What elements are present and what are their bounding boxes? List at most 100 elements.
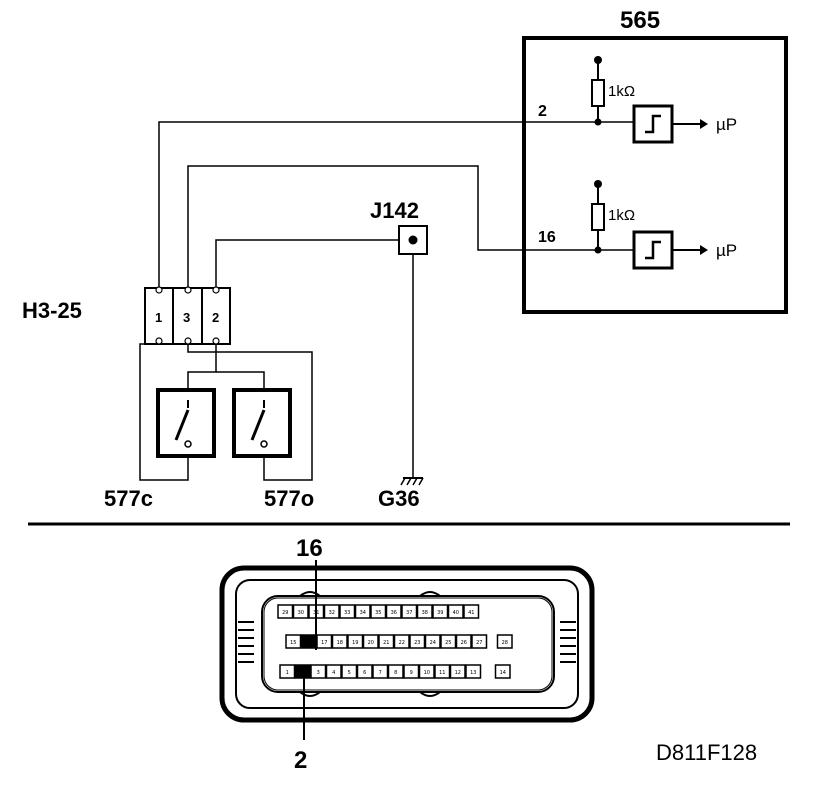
ground-g36: G36 [378,477,424,511]
connector-pin-cell [370,604,387,619]
resistor-bottom [591,203,605,231]
switch-577c: 577c [104,388,216,511]
connector-pin-cell [378,634,395,649]
resistor-bottom-label: 1kΩ [608,207,635,224]
wire-pin2-j142 [215,239,406,288]
connector-pin-number: 30 [298,610,304,616]
connector-pin-number: 5 [348,670,351,676]
connector-pin-number: 36 [391,610,397,616]
connector-pin-cell [432,604,449,619]
connector-pin-cell [356,664,373,679]
connector-pin-number: 40 [453,610,459,616]
switch-577c-label: 577c [104,486,153,511]
connector-pin-cell [418,664,435,679]
connector-pin-number: 8 [394,670,397,676]
connector-pin-number: 15 [290,640,296,646]
ecu-pin-16-label: 16 [538,229,556,246]
ecu-label: 565 [620,7,660,34]
junction-j142: J142 [370,198,428,255]
connector-pin-cell [294,664,311,679]
connector-pin-number: 24 [430,640,436,646]
connector-pin-cell [424,634,441,649]
pin-rows: 2930313233343536373839404115161718192021… [277,604,513,679]
connector-pin-number: 6 [363,670,366,676]
callout-16-label: 16 [296,535,323,562]
connector-pin-cell [409,634,426,649]
connector-pin-cell [403,664,420,679]
connector-pin-cell [292,604,309,619]
connector-pin-cell [362,634,379,649]
connector-pin-number: 19 [352,640,358,646]
connector-pin-cell [471,634,488,649]
ecu-input-circuit-bottom: 1kΩ µP 16 [538,180,737,270]
connector-pin-cell [310,664,327,679]
connector-pin-cell [277,604,294,619]
connector-pin-cell [434,664,451,679]
ground-label: G36 [378,486,420,511]
connector-pin-number: 32 [329,610,335,616]
connector-pin-number: 3 [317,670,320,676]
wire-pin3-ecu16 [187,165,634,288]
ecu-box [522,36,788,314]
output-label-top: µP [716,115,737,134]
connector-pin-cell [416,604,433,619]
connector-pin-2: 2 [212,310,219,325]
connector-pin-number: 16 [306,640,312,646]
connector-pin-cell [354,604,371,619]
wires [139,121,634,481]
connector-pin-cell [387,664,404,679]
callout-2-label: 2 [294,747,307,774]
connector-pin-3: 3 [183,310,190,325]
connector-pin-cell [449,664,466,679]
connector-pin-cell [496,634,513,649]
output-label-bottom: µP [716,241,737,260]
ecu-connector-face: 2930313233343536373839404115161718192021… [219,565,595,723]
ecu-input-circuit-top: 1kΩ µP 2 [538,56,737,144]
connector-pin-number: 37 [406,610,412,616]
connector-pin-cell [401,604,418,619]
connector-pin-number: 9 [410,670,413,676]
connector-pin-cell [285,634,302,649]
connector-pin-cell [323,604,340,619]
connector-pin-number: 23 [414,640,420,646]
connector-pin-cell [494,664,511,679]
connector-pin-number: 13 [470,670,476,676]
connector-pin-1: 1 [155,310,162,325]
connector-pin-number: 17 [321,640,327,646]
connector-pin-number: 27 [476,640,482,646]
switch-577o: 577o [232,388,314,511]
connector-pin-number: 21 [383,640,389,646]
connector-pin-number: 4 [332,670,335,676]
connector-pin-number: 20 [368,640,374,646]
connector-label: H3-25 [22,298,82,323]
wire-pin1-ecu2 [158,121,634,288]
connector-pin-number: 1 [286,670,289,676]
connector-pin-cell [331,634,348,649]
connector-pin-number: 10 [424,670,430,676]
connector-pin-number: 22 [399,640,405,646]
connector-pin-cell [372,664,389,679]
figure-code: D811F128 [656,740,757,765]
connector-pin-number: 14 [500,670,506,676]
connector-h3-25: 1 3 2 H3-25 [22,286,231,345]
connector-pin-cell [341,664,358,679]
connector-pin-number: 12 [455,670,461,676]
connector-pin-cell [455,634,472,649]
connector-pin-cell [465,664,482,679]
resistor-top-label: 1kΩ [608,83,635,100]
connector-pin-cell [463,604,480,619]
junction-label: J142 [370,198,419,223]
switch-577o-label: 577o [264,486,314,511]
connector-pin-number: 29 [282,610,288,616]
connector-pin-number: 39 [437,610,443,616]
connector-pin-cell [325,664,342,679]
connector-pin-cell [440,634,457,649]
connector-pin-number: 41 [468,610,474,616]
connector-pin-number: 34 [360,610,366,616]
resistor-top [591,79,605,107]
connector-pin-number: 33 [344,610,350,616]
connector-pin-number: 28 [502,640,508,646]
connector-pin-number: 2 [301,670,304,676]
wire-577o-right [187,344,313,481]
